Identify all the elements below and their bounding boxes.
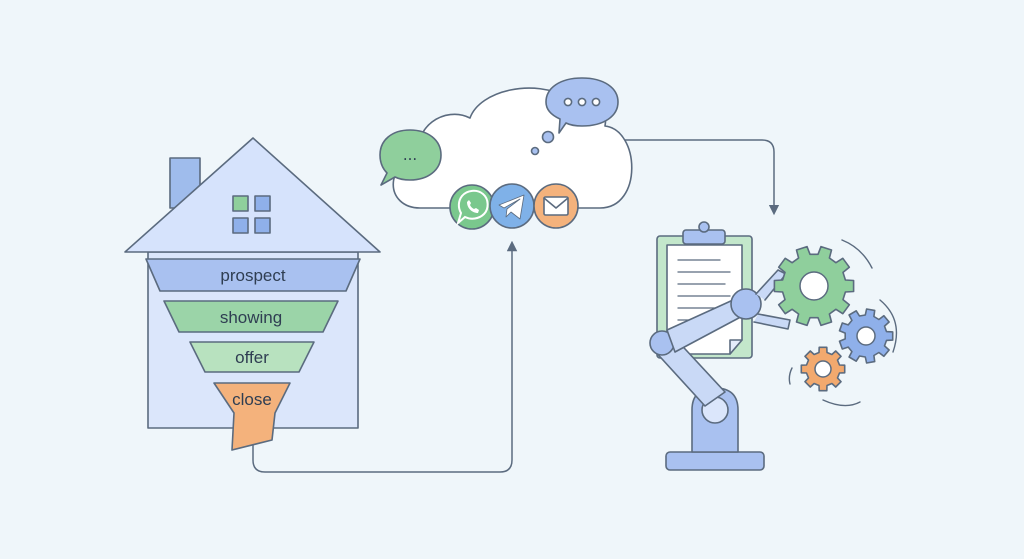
telegram-icon bbox=[489, 183, 535, 229]
sales-funnel: prospect showing offer close bbox=[145, 258, 361, 451]
house-roof bbox=[124, 137, 381, 253]
typing-dot bbox=[577, 97, 587, 107]
email-icon bbox=[533, 183, 579, 229]
chat-bubble-green: ... bbox=[379, 129, 442, 186]
funnel-stage-offer: offer bbox=[189, 341, 315, 373]
gear-icon-medium bbox=[838, 308, 894, 364]
funnel-stage-close: close bbox=[213, 382, 291, 451]
motion-lines bbox=[788, 239, 898, 407]
thought-dot-small bbox=[530, 146, 540, 156]
typing-bubble-blue bbox=[545, 77, 619, 134]
typing-dot bbox=[591, 97, 601, 107]
arrow-funnel-to-cloud bbox=[252, 240, 518, 473]
thought-dot-large bbox=[541, 130, 555, 144]
funnel-label-prospect: prospect bbox=[220, 266, 285, 285]
funnel-label-offer: offer bbox=[235, 348, 269, 367]
gear-icon-small bbox=[800, 346, 846, 392]
funnel-label-close: close bbox=[232, 390, 272, 409]
gear-icon-large bbox=[773, 245, 855, 327]
gear-hole bbox=[799, 271, 829, 301]
typing-dot bbox=[563, 97, 573, 107]
chat-bubble-text: ... bbox=[403, 146, 417, 164]
funnel-label-showing: showing bbox=[220, 308, 282, 327]
funnel-stage-showing: showing bbox=[163, 300, 339, 333]
house-window bbox=[232, 195, 271, 234]
whatsapp-icon bbox=[449, 184, 495, 230]
gear-hole bbox=[856, 326, 876, 346]
arrow-cloud-to-automation bbox=[625, 139, 780, 216]
funnel-stage-prospect: prospect bbox=[145, 258, 361, 292]
robot-base bbox=[665, 451, 765, 471]
robotic-arm-icon bbox=[649, 269, 791, 471]
gear-hole bbox=[814, 360, 832, 378]
